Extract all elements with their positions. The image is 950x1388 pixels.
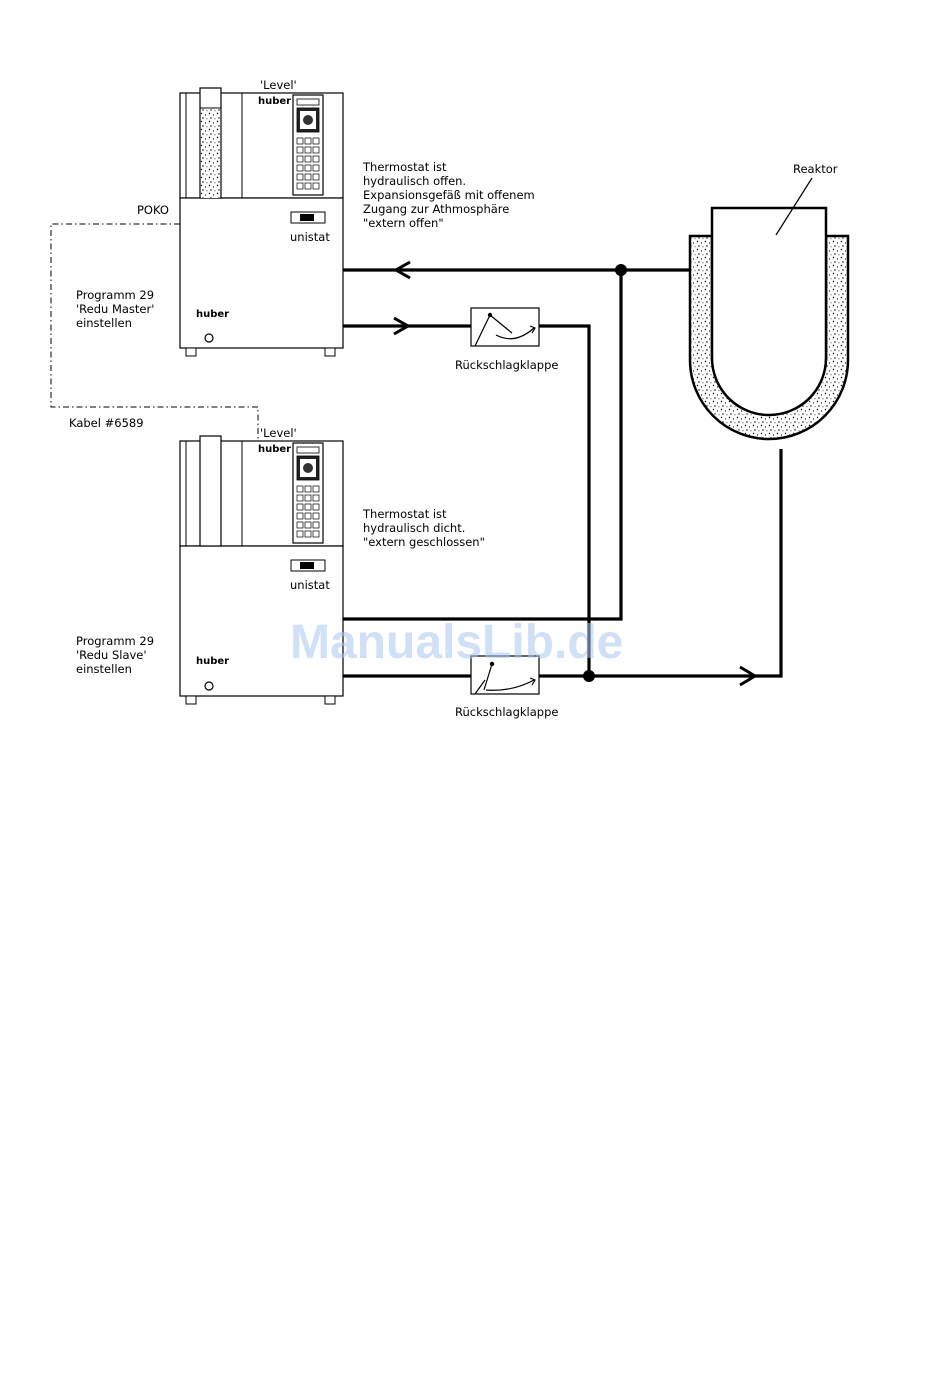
communication-cable xyxy=(50,223,259,441)
junction-dot xyxy=(615,264,627,276)
slave-program-text: Programm 29 'Redu Slave' einstellen xyxy=(76,634,154,676)
master-thermostat: huber unistat huber 'Level' xyxy=(179,78,344,357)
level-sight-glass xyxy=(199,435,222,547)
valve-label: Rückschlagklappe xyxy=(455,358,558,372)
program-line: Programm 29 xyxy=(76,288,154,302)
note-line: Thermostat ist xyxy=(362,160,447,174)
program-line: 'Redu Slave' xyxy=(76,648,147,662)
brand-logo-bottom: huber xyxy=(196,656,229,667)
cable-label: Kabel #6589 xyxy=(69,416,144,430)
brand-logo-top: huber xyxy=(258,96,291,107)
master-program-text: Programm 29 'Redu Master' einstellen xyxy=(76,288,154,330)
level-label: 'Level' xyxy=(260,78,297,92)
reactor-vessel xyxy=(710,206,828,417)
slave-thermostat: huber unistat huber 'Level' xyxy=(179,426,344,705)
arrow-left-icon xyxy=(392,260,411,280)
valve-label: Rückschlagklappe xyxy=(455,705,558,719)
return-line-slave xyxy=(343,270,623,621)
note-line: Thermostat ist xyxy=(362,507,447,521)
note-line: hydraulisch dicht. xyxy=(363,521,465,535)
arrow-right-icon xyxy=(393,316,412,336)
program-line: Programm 29 xyxy=(76,634,154,648)
model-label: unistat xyxy=(290,230,330,244)
watermark: ManualsLib.de xyxy=(290,616,623,669)
model-label: unistat xyxy=(290,578,330,592)
reactor-label: Reaktor xyxy=(793,162,838,176)
junction-dot xyxy=(583,670,595,682)
arrow-right-icon xyxy=(739,665,758,687)
brand-logo-top: huber xyxy=(258,444,291,455)
note-line: "extern geschlossen" xyxy=(363,535,485,549)
level-label: 'Level' xyxy=(260,426,297,440)
flow-line-master-down xyxy=(539,324,591,676)
master-note: Thermostat ist hydraulisch offen. Expans… xyxy=(362,160,535,230)
piping xyxy=(343,268,783,678)
note-line: Zugang zur Athmosphäre xyxy=(363,202,509,216)
note-line: Expansionsgefäß mit offenem xyxy=(363,188,535,202)
check-valve-top: Rückschlagklappe xyxy=(455,307,558,372)
note-line: hydraulisch offen. xyxy=(363,174,466,188)
drain-plug xyxy=(204,681,214,691)
poko-label: POKO xyxy=(137,203,169,217)
flow-line-reactor xyxy=(539,449,783,678)
drain-plug xyxy=(204,333,214,343)
program-line: 'Redu Master' xyxy=(76,302,154,316)
reactor-leader-line xyxy=(775,177,813,236)
check-valve-bottom: Rückschlagklappe xyxy=(455,655,558,719)
note-line: "extern offen" xyxy=(363,216,444,230)
program-line: einstellen xyxy=(76,316,132,330)
program-line: einstellen xyxy=(76,662,132,676)
reactor: Reaktor xyxy=(688,162,850,441)
control-panel xyxy=(292,94,324,196)
control-panel xyxy=(292,442,324,544)
slave-note: Thermostat ist hydraulisch dicht. "exter… xyxy=(362,507,485,549)
brand-logo-bottom: huber xyxy=(196,309,229,320)
flow-arrows xyxy=(392,260,758,687)
